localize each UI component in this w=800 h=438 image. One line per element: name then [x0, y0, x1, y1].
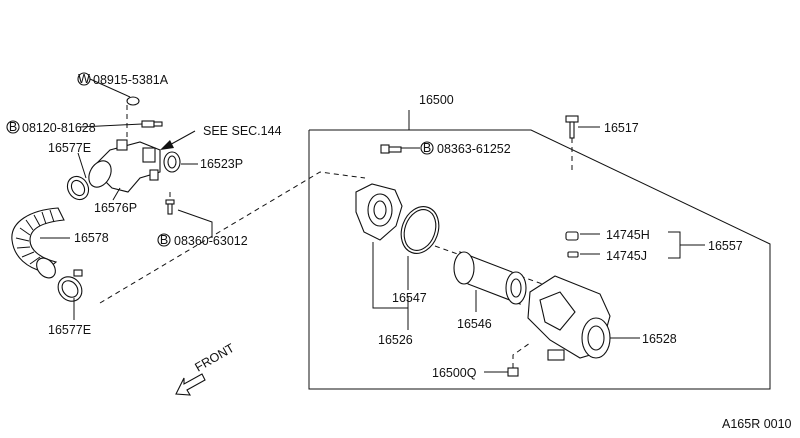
svg-text:B: B: [423, 141, 431, 155]
label-16526: 16526: [378, 333, 413, 347]
label-08120: 08120-81628: [22, 121, 96, 135]
label-08363: 08363-61252: [437, 142, 511, 156]
washer-part: [126, 96, 140, 106]
label-08915: 08915-5381A: [93, 73, 169, 87]
assembly-outline: [308, 129, 771, 390]
bolt-08360-part: [165, 199, 175, 215]
label-front: FRONT: [193, 341, 238, 375]
label-16577e-bot: 16577E: [48, 323, 91, 337]
cover-16526-part: [355, 183, 403, 241]
label-16528: 16528: [642, 332, 677, 346]
label-16500q: 16500Q: [432, 366, 477, 380]
label-see-sec: SEE SEC.144: [203, 124, 282, 138]
svg-text:B: B: [9, 120, 17, 134]
label-16577e-top: 16577E: [48, 141, 91, 155]
svg-text:B: B: [160, 233, 168, 247]
label-14745j: 14745J: [606, 249, 647, 263]
label-16557: 16557: [708, 239, 743, 253]
bolt-16517-part: [565, 115, 579, 139]
clamp-upper-part: [66, 175, 90, 201]
seal-16523p-inner: [167, 155, 177, 169]
bolt-08120-part: [141, 120, 163, 128]
hose-16578-part: [11, 207, 65, 279]
filter-16546-part: [453, 251, 527, 305]
seal-ring-16547-part: [400, 206, 440, 254]
clamp-lower-part: [57, 269, 83, 302]
bolt-marker-icon: B: [420, 141, 434, 155]
label-16578: 16578: [74, 231, 109, 245]
diagram-reference: A165R 0010: [722, 417, 792, 431]
clip-14745j-part: [567, 251, 579, 258]
label-16523p: 16523P: [200, 157, 243, 171]
label-16500: 16500: [419, 93, 454, 107]
duct-16576p-part: [88, 139, 161, 193]
label-16546: 16546: [457, 317, 492, 331]
washer-marker-icon: W: [77, 72, 91, 86]
clamp-16500q-part: [507, 367, 519, 377]
dashed-connection-main: [99, 171, 366, 304]
bolt-marker-icon: B: [6, 120, 20, 134]
label-16517: 16517: [604, 121, 639, 135]
housing-16528-part: [527, 275, 611, 361]
label-14745h: 14745H: [606, 228, 650, 242]
svg-text:W: W: [78, 72, 90, 86]
see-sec-arrow: [160, 130, 196, 150]
dashed-connection-filter: [417, 239, 549, 287]
label-16547: 16547: [392, 291, 427, 305]
label-16576p: 16576P: [94, 201, 137, 215]
front-arrow-icon: [175, 373, 206, 396]
bolt-08363-part: [380, 144, 402, 154]
dashed-connection-16500q: [512, 342, 531, 368]
label-08360: 08360-63012: [174, 234, 248, 248]
bolt-marker-icon: B: [157, 233, 171, 247]
clip-14745h-part: [565, 231, 579, 241]
